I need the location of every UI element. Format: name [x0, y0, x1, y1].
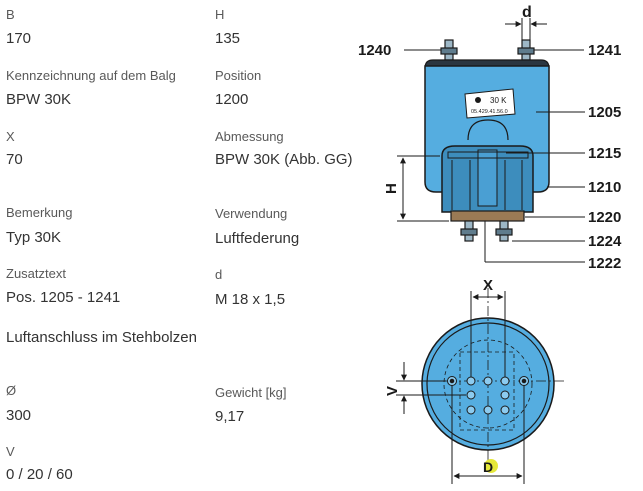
spec-label-position: Position: [215, 68, 262, 83]
callout-1241: 1241: [588, 42, 621, 59]
dimension-x: [470, 291, 506, 377]
spec-value-kennzeichnung: BPW 30K: [6, 91, 72, 108]
spec-value-v: 0 / 20 / 60: [6, 466, 73, 483]
top-view: X V D: [384, 277, 566, 484]
highlight-dot: [484, 459, 498, 473]
spec-label-v: V: [6, 444, 15, 459]
spec-value-abmessung: BPW 30K (Abb. GG): [215, 151, 353, 168]
spec-label-d: d: [215, 267, 223, 282]
spec-value-h: 135: [215, 30, 241, 47]
spec-label-abmessung: Abmessung: [215, 129, 284, 144]
dimension-v: [396, 362, 466, 414]
spec-value-position: 1200: [215, 91, 249, 108]
spec-label-x: X: [6, 129, 15, 144]
dimension-v-label: V: [384, 386, 401, 396]
spec-value-d: M 18 x 1,5: [215, 291, 286, 308]
callout-1224: 1224: [588, 233, 622, 250]
dimension-dia-label: D: [483, 459, 493, 475]
piston: [441, 145, 534, 213]
callout-1205: 1205: [588, 104, 621, 121]
spec-label-b: B: [6, 7, 15, 22]
base-plate: [450, 210, 525, 222]
callout-1240: 1240: [358, 42, 391, 59]
bolt-holes: [447, 376, 529, 415]
spec-label-durchmesser: Ø: [6, 383, 17, 398]
callout-1222: 1222: [588, 255, 621, 272]
air-connection-note: Luftanschluss im Stehbolzen: [6, 329, 197, 346]
spec-label-h: H: [215, 7, 225, 22]
label-plate-code: 05.429.41.56.0: [471, 109, 508, 115]
dimension-dia: [451, 385, 525, 484]
callout-1210: 1210: [588, 179, 621, 196]
spec-value-b: 170: [6, 30, 32, 47]
spec-value-bemerkung: Typ 30K: [6, 229, 62, 246]
spec-value-x: 70: [6, 151, 23, 168]
top-stud-left: [440, 39, 458, 61]
top-stud-right: [517, 39, 535, 61]
callout-1220: 1220: [588, 209, 621, 226]
bottom-stud-right: [495, 220, 513, 242]
spec-label-zusatztext: Zusatztext: [6, 266, 66, 281]
label-plate: 30 K 05.429.41.56.0: [464, 88, 516, 119]
bottom-stud-left: [460, 220, 478, 242]
spec-label-bemerkung: Bemerkung: [6, 205, 73, 220]
technical-drawing: 30 K 05.429.41.56.0: [358, 4, 622, 484]
spec-value-durchmesser: 300: [6, 407, 32, 424]
label-plate-text: 30 K: [490, 96, 507, 105]
spec-value-zusatztext: Pos. 1205 - 1241: [6, 289, 121, 306]
spec-label-kennzeichnung: Kennzeichnung auf dem Balg: [6, 68, 176, 83]
dimension-d-label: d: [522, 4, 532, 21]
spec-label-gewicht: Gewicht [kg]: [215, 385, 287, 400]
dimension-d: [505, 18, 547, 40]
dimension-h: [397, 155, 449, 222]
spec-value-gewicht: 9,17: [215, 408, 245, 425]
spec-label-verwendung: Verwendung: [215, 206, 288, 221]
dimension-h-label: H: [383, 183, 400, 194]
callout-leaders: [404, 49, 585, 263]
side-view: 30 K 05.429.41.56.0: [358, 4, 622, 272]
inner-bead: [467, 119, 509, 141]
callout-1215: 1215: [588, 145, 621, 162]
dimension-x-label: X: [483, 277, 493, 294]
spec-value-verwendung: Luftfederung: [215, 230, 300, 247]
